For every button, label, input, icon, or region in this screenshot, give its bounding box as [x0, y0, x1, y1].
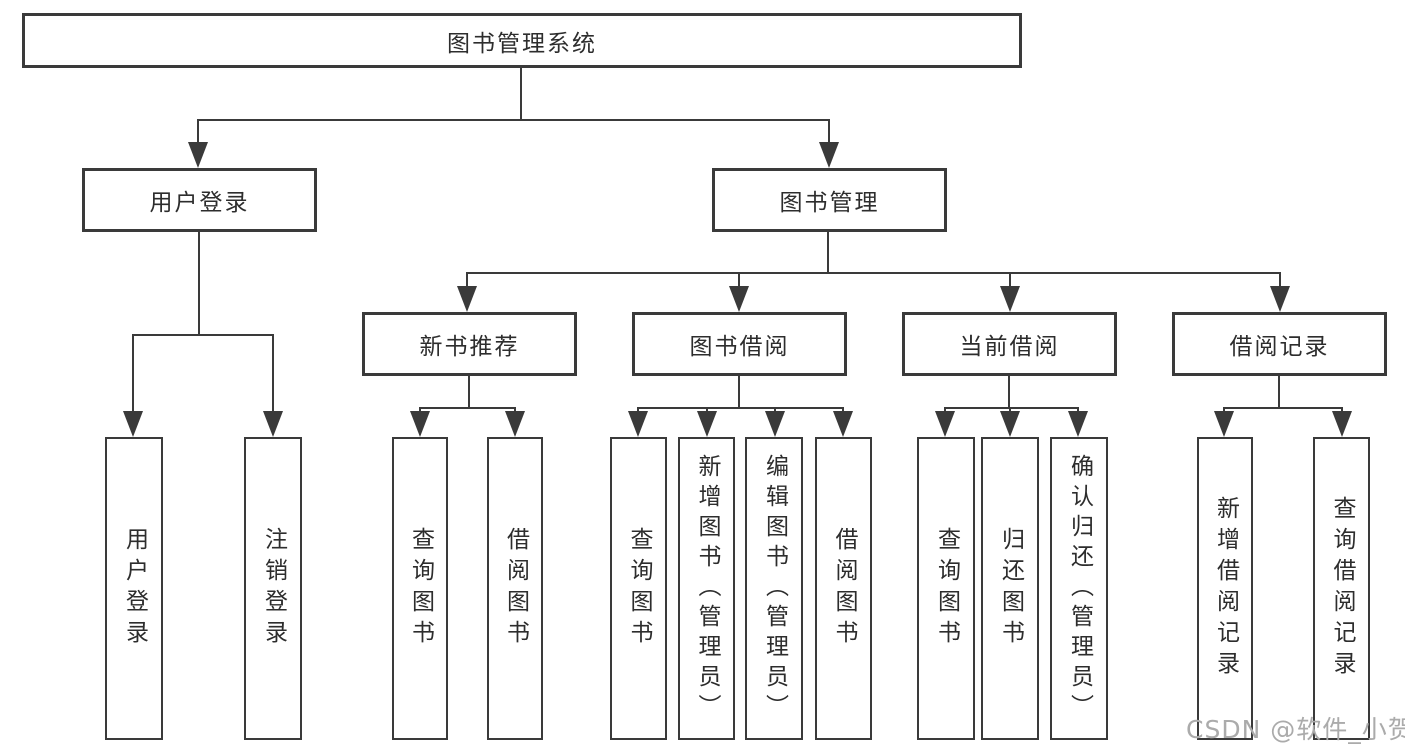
connector-root-rail	[197, 119, 830, 121]
connector-drop-new-book	[466, 272, 468, 288]
node-new-book-recommend-label: 新书推荐	[419, 334, 520, 360]
node-current-query-books: 查询图书	[917, 437, 975, 740]
connector-drop-book-management	[828, 119, 830, 145]
arrow-down	[1068, 411, 1088, 437]
node-library-system-label: 图书管理系统	[447, 30, 597, 57]
arrow-down	[729, 286, 749, 312]
node-borrow-records: 借阅记录	[1172, 312, 1387, 376]
connector-book-borrow-rail	[637, 407, 844, 409]
node-library-system: 图书管理系统	[22, 13, 1022, 68]
connector-book-management-rail	[466, 272, 1281, 274]
connector-current-borrow-stub	[1008, 376, 1010, 407]
connector-drop-logout-leaf	[272, 334, 274, 414]
connector-book-management-stub	[827, 232, 829, 272]
connector-current-borrow-rail	[944, 407, 1079, 409]
arrow-down	[188, 142, 208, 168]
node-borrow-query-books-label: 查询图书	[626, 526, 652, 651]
connector-borrow-records-rail	[1223, 407, 1343, 409]
arrow-down	[935, 411, 955, 437]
connector-book-borrow-stub	[738, 376, 740, 407]
node-user-login-label: 用户登录	[149, 190, 250, 216]
node-user-login: 用户登录	[82, 168, 317, 232]
connector-drop-current-borrow	[1009, 272, 1011, 288]
arrow-down	[1000, 286, 1020, 312]
connector-user-login-stub	[198, 232, 200, 334]
node-borrow-edit-books-admin: 编辑图书（管理员）	[745, 437, 803, 740]
node-current-return-books: 归还图书	[981, 437, 1039, 740]
arrow-down	[765, 411, 785, 437]
arrow-down	[833, 411, 853, 437]
connector-root-stub	[520, 68, 522, 119]
csdn-watermark: CSDN @软件_小贺同学	[1186, 715, 1405, 744]
node-logout-leaf: 注销登录	[244, 437, 302, 740]
connector-new-book-stub	[468, 376, 470, 407]
node-new-book-recommend: 新书推荐	[362, 312, 577, 376]
node-current-borrow-label: 当前借阅	[959, 334, 1060, 360]
node-current-query-books-label: 查询图书	[933, 526, 960, 651]
node-newbook-borrow-books: 借阅图书	[487, 437, 543, 740]
node-newbook-query-books-label: 查询图书	[407, 526, 434, 651]
arrow-down	[1214, 411, 1234, 437]
arrow-down	[410, 411, 430, 437]
node-records-add-record-label: 新增借阅记录	[1212, 495, 1239, 682]
node-book-borrow: 图书借阅	[632, 312, 847, 376]
arrow-down	[263, 411, 283, 437]
node-logout-leaf-label: 注销登录	[260, 526, 287, 651]
node-borrow-borrow-books-label: 借阅图书	[831, 526, 857, 651]
arrow-down	[819, 142, 839, 168]
node-borrow-borrow-books: 借阅图书	[815, 437, 872, 740]
node-records-query-record-label: 查询借阅记录	[1329, 495, 1355, 682]
node-book-management-label: 图书管理	[779, 190, 880, 216]
arrow-down	[1000, 411, 1020, 437]
connector-drop-login-leaf	[132, 334, 134, 414]
connector-drop-book-borrow	[738, 272, 740, 288]
node-book-borrow-label: 图书借阅	[689, 334, 790, 360]
connector-drop-user-login	[197, 119, 199, 145]
node-user-login-leaf-label: 用户登录	[121, 526, 148, 651]
node-newbook-query-books: 查询图书	[392, 437, 448, 740]
node-borrow-add-books-admin: 新增图书（管理员）	[678, 437, 735, 740]
connector-borrow-records-stub	[1278, 376, 1280, 407]
arrow-down	[457, 286, 477, 312]
node-borrow-edit-books-admin-label: 编辑图书（管理员）	[761, 453, 788, 724]
node-borrow-add-books-admin-label: 新增图书（管理员）	[694, 453, 720, 724]
arrow-down	[1270, 286, 1290, 312]
node-user-login-leaf: 用户登录	[105, 437, 163, 740]
arrow-down	[697, 411, 717, 437]
node-newbook-borrow-books-label: 借阅图书	[502, 526, 529, 651]
node-records-query-record: 查询借阅记录	[1313, 437, 1370, 740]
node-borrow-query-books: 查询图书	[610, 437, 667, 740]
node-current-confirm-return-admin-label: 确认归还（管理员）	[1066, 453, 1093, 724]
node-current-confirm-return-admin: 确认归还（管理员）	[1050, 437, 1108, 740]
connector-new-book-rail	[419, 407, 516, 409]
node-current-return-books-label: 归还图书	[997, 526, 1024, 651]
arrow-down	[123, 411, 143, 437]
arrow-down	[1332, 411, 1352, 437]
node-current-borrow: 当前借阅	[902, 312, 1117, 376]
arrow-down	[628, 411, 648, 437]
connector-drop-borrow-records	[1279, 272, 1281, 288]
connector-user-login-rail	[132, 334, 274, 336]
node-book-management: 图书管理	[712, 168, 947, 232]
node-records-add-record: 新增借阅记录	[1197, 437, 1253, 740]
arrow-down	[505, 411, 525, 437]
node-borrow-records-label: 借阅记录	[1229, 334, 1330, 360]
